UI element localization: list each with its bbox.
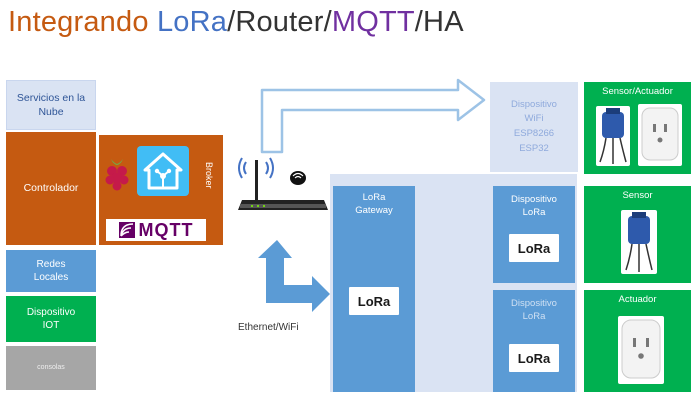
ethernet-wifi-label: Ethernet/WiFi bbox=[238, 322, 299, 333]
router-to-wifi-arrow bbox=[260, 78, 486, 154]
iot-device-label: Dispositivo IOT bbox=[26, 306, 76, 332]
title-part-integrando: Integrando bbox=[8, 6, 157, 38]
wifi-device-line4: ESP32 bbox=[519, 142, 549, 154]
router-icon bbox=[232, 150, 332, 220]
sensor-actuator-label: Sensor/Actuador bbox=[602, 86, 673, 97]
wifi-device-line3: ESP8266 bbox=[513, 128, 555, 139]
raspberry-pi-icon bbox=[102, 155, 132, 193]
broker-label: Broker bbox=[204, 161, 214, 189]
gateway-lora-logo-text: LoRa bbox=[357, 293, 391, 309]
title-part-ha: /HA bbox=[414, 6, 464, 38]
page-title: Integrando LoRa/Router/MQTT/HA bbox=[8, 6, 464, 39]
water-sensor-icon bbox=[596, 106, 630, 166]
wifi-device-line2: WiFi bbox=[524, 113, 544, 125]
cloud-services-box: Servicios en la Nube bbox=[6, 80, 96, 130]
router-to-gateway-arrow bbox=[258, 240, 330, 312]
water-sensor-icon-2 bbox=[621, 210, 657, 274]
smart-plug-icon bbox=[638, 104, 682, 166]
lora-device-1-line2: LoRa bbox=[522, 206, 546, 218]
title-part-router: /Router/ bbox=[227, 6, 332, 38]
mqtt-logo: MQTT bbox=[106, 219, 206, 241]
lora-device-2-line1: Dispositivo bbox=[511, 298, 557, 309]
wifi-device-line1: Dispositivo bbox=[511, 98, 557, 110]
title-part-mqtt: MQTT bbox=[331, 6, 415, 38]
gateway-lora-logo: LoRa bbox=[349, 287, 399, 315]
iot-device-box: Dispositivo IOT bbox=[6, 296, 96, 342]
controller-label: Controlador bbox=[23, 182, 79, 195]
gateway-line2: Gateway bbox=[355, 204, 393, 216]
title-part-lora: LoRa bbox=[156, 6, 228, 38]
gateway-line1: LoRa bbox=[362, 192, 386, 203]
cloud-services-label: Servicios en la Nube bbox=[16, 91, 86, 118]
lora-device-2-box: Dispositivo LoRa bbox=[493, 290, 575, 392]
mqtt-logo-text: MQTT bbox=[138, 219, 194, 240]
lora-device-1-logo-text: LoRa bbox=[517, 240, 551, 256]
lora-device-1-logo: LoRa bbox=[509, 234, 559, 262]
home-assistant-icon bbox=[137, 146, 189, 196]
mqtt-waves-icon bbox=[118, 222, 135, 238]
controller-box: Controlador bbox=[6, 132, 96, 245]
lora-device-2-line2: LoRa bbox=[522, 310, 546, 322]
sensor-label: Sensor bbox=[622, 190, 653, 201]
smart-plug-icon-2 bbox=[618, 316, 664, 384]
actuator-label: Actuador bbox=[618, 294, 657, 305]
lora-device-2-logo-text: LoRa bbox=[517, 350, 551, 366]
lora-device-2-logo: LoRa bbox=[509, 344, 559, 372]
local-networks-box: Redes Locales bbox=[6, 250, 96, 292]
lora-device-1-line1: Dispositivo bbox=[511, 194, 557, 205]
local-networks-label: Redes Locales bbox=[33, 258, 69, 284]
wifi-device-box: Dispositivo WiFi ESP8266 ESP32 bbox=[490, 82, 578, 172]
bottom-grey-label: consolas bbox=[37, 364, 65, 372]
bottom-grey-box: consolas bbox=[6, 346, 96, 390]
